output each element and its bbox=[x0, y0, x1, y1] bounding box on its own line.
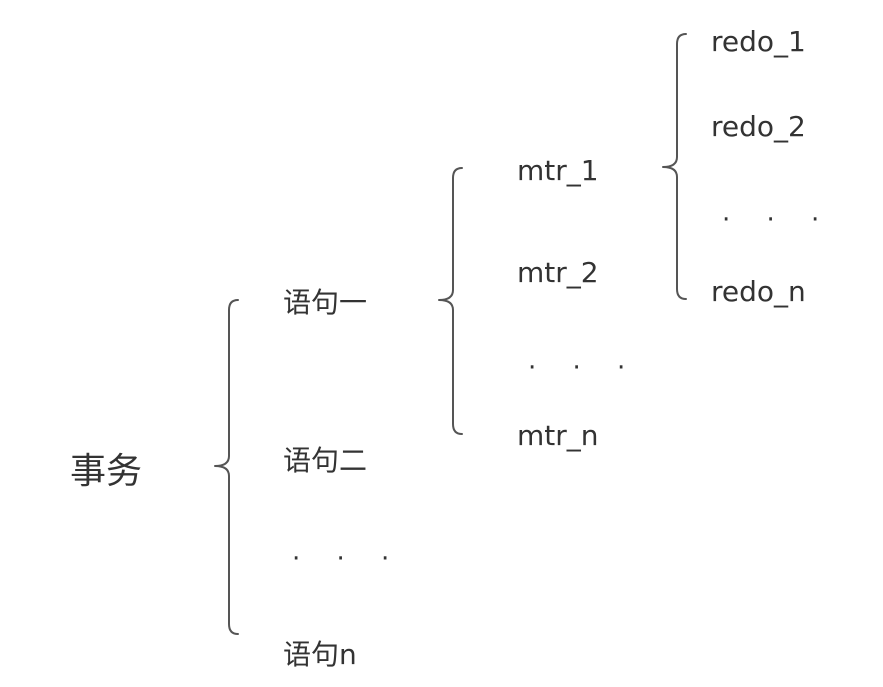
root-transaction-label: 事务 bbox=[70, 451, 143, 492]
brace-mtr-1 bbox=[662, 33, 687, 300]
statement-label-n: 语句n bbox=[283, 638, 357, 671]
brace-transaction bbox=[214, 299, 239, 635]
statement-ellipsis: · · · bbox=[292, 544, 404, 574]
mtr-label-2: mtr_2 bbox=[517, 256, 599, 289]
redo-label-n: redo_n bbox=[711, 275, 806, 308]
redo-ellipsis: · · · bbox=[722, 205, 834, 235]
brace-statement-1 bbox=[438, 167, 463, 435]
mtr-ellipsis: · · · bbox=[528, 353, 640, 383]
statement-label-1: 语句一 bbox=[283, 286, 368, 319]
mtr-label-n: mtr_n bbox=[517, 419, 599, 452]
redo-label-2: redo_2 bbox=[711, 110, 806, 143]
mtr-label-1: mtr_1 bbox=[517, 154, 599, 187]
statement-label-2: 语句二 bbox=[283, 444, 368, 477]
redo-label-1: redo_1 bbox=[711, 25, 806, 58]
